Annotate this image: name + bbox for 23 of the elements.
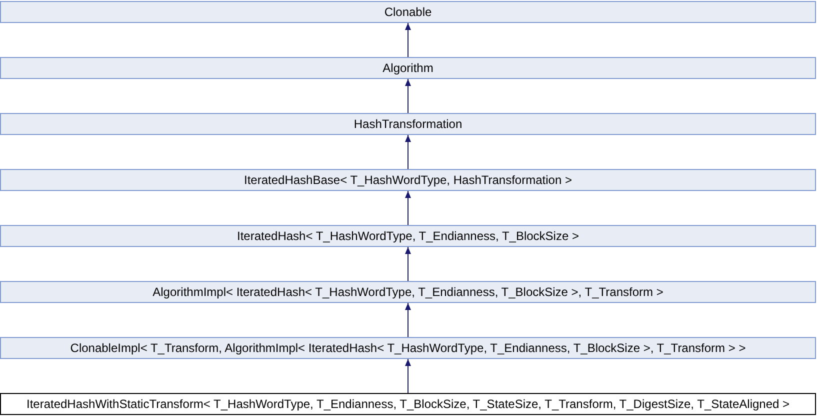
class-box <box>0 337 816 359</box>
class-name: IteratedHashBase< T_HashWordType, HashTransformation > <box>244 173 572 187</box>
inheritance-arrow <box>405 358 411 394</box>
class-box <box>0 57 816 79</box>
class-name: Algorithm <box>382 61 434 75</box>
inheritance-arrow <box>405 302 411 338</box>
class-name: Clonable <box>384 5 432 19</box>
inheritance-arrow <box>405 134 411 170</box>
class-name: IteratedHashWithStaticTransform< T_HashWordType, T_Endianness, T_BlockSize, T_StateSize, T_Transform, T_DigestSize, T_StateAligned > <box>26 397 790 411</box>
class-name: IteratedHash< T_HashWordType, T_Endianness, T_BlockSize > <box>237 229 579 243</box>
class-name: AlgorithmImpl< IteratedHash< T_HashWordType, T_Endianness, T_BlockSize >, T_Transform > <box>152 285 664 299</box>
inheritance-arrow <box>405 78 411 114</box>
class-box <box>0 1 816 23</box>
class-box <box>0 169 816 191</box>
class-box <box>0 281 816 303</box>
class-name: ClonableImpl< T_Transform, AlgorithmImpl< IteratedHash< T_HashWordType, T_Endianness, T_BlockSize >, T_Transform > > <box>70 341 746 355</box>
class-box <box>0 113 816 135</box>
inheritance-arrow <box>405 190 411 226</box>
class-name: HashTransformation <box>354 117 462 131</box>
class-box <box>0 393 816 415</box>
class-box <box>0 225 816 247</box>
inheritance-arrow <box>405 22 411 58</box>
inheritance-arrow <box>405 246 411 282</box>
